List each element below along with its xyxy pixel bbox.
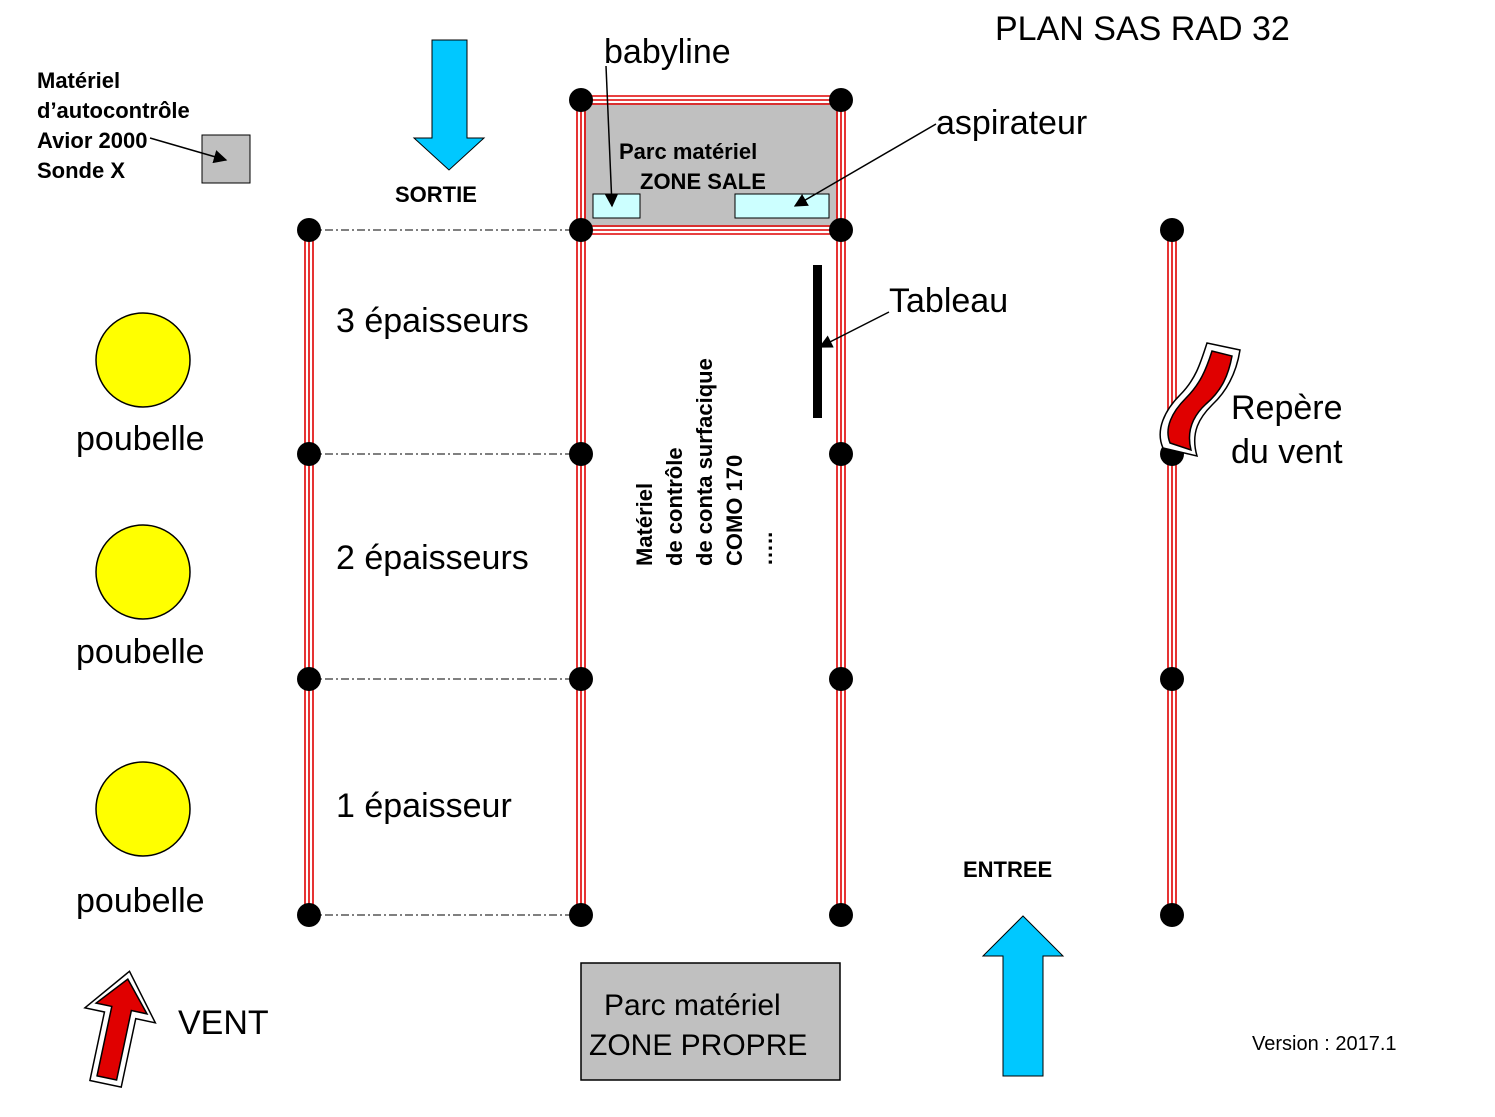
autocontrole-line-2: d’autocontrôle xyxy=(37,98,190,123)
epaisseurs-3: 3 épaisseurs xyxy=(336,302,529,340)
aspirateur-label: aspirateur xyxy=(936,104,1087,142)
epaisseurs-1: 1 épaisseur xyxy=(336,787,512,825)
babyline-label: babyline xyxy=(604,33,731,71)
materiel-controle-line-4: COMO 170 xyxy=(722,455,747,566)
aspirateur-pointer xyxy=(793,123,937,207)
version-label: Version : 2017.1 xyxy=(1252,1033,1397,1055)
materiel-controle-line-1: Matériel xyxy=(632,483,657,566)
vent-label: VENT xyxy=(178,1004,269,1042)
tableau-board xyxy=(813,265,822,418)
zone-propre-line-1: Parc matériel xyxy=(604,989,781,1022)
sortie-arrow xyxy=(412,39,486,171)
aspirateur-box xyxy=(734,193,830,219)
entree-arrow xyxy=(981,915,1065,1077)
poubelle-3 xyxy=(95,761,191,857)
vent-arrow-icon xyxy=(83,970,157,1089)
plan-title: PLAN SAS RAD 32 xyxy=(995,10,1290,48)
autocontrole-line-3: Avior 2000 xyxy=(37,128,147,153)
zone-sale-line-2: ZONE SALE xyxy=(640,169,766,194)
autocontrole-label: Matériel d’autocontrôle Avior 2000 Sonde… xyxy=(37,68,190,183)
repere-line-2: du vent xyxy=(1231,433,1343,471)
dotted-separators xyxy=(309,229,581,916)
poubelle-label-3: poubelle xyxy=(76,882,205,920)
zone-propre-line-2: ZONE PROPRE xyxy=(589,1029,807,1062)
poubelle-2 xyxy=(95,524,191,620)
poubelle-label-2: poubelle xyxy=(76,633,205,671)
sortie-label: SORTIE xyxy=(395,182,477,207)
tableau-pointer xyxy=(818,311,890,348)
babyline-pointer xyxy=(604,65,619,208)
zone-sale-line-1: Parc matériel xyxy=(619,139,757,164)
poubelle-label-1: poubelle xyxy=(76,420,205,458)
autocontrole-line-4: Sonde X xyxy=(37,158,125,183)
autocontrole-line-1: Matériel xyxy=(37,68,120,93)
babyline-box xyxy=(592,193,641,219)
materiel-controle-label: Matériel de contrôle de conta surfacique… xyxy=(632,358,777,566)
barriers xyxy=(304,95,1177,915)
materiel-controle-line-3: de conta surfacique xyxy=(692,358,717,566)
epaisseurs-2: 2 épaisseurs xyxy=(336,539,529,577)
entree-label: ENTREE xyxy=(963,857,1052,882)
autocontrole-box xyxy=(201,134,251,184)
posts xyxy=(297,88,1184,927)
windsock-icon xyxy=(1159,342,1241,458)
autocontrole-pointer xyxy=(149,137,228,164)
materiel-controle-line-5: ….. xyxy=(752,532,777,566)
zone-propre-box xyxy=(580,962,841,1081)
repere-line-1: Repère xyxy=(1231,389,1343,427)
materiel-controle-line-2: de contrôle xyxy=(662,447,687,566)
poubelle-1 xyxy=(95,312,191,408)
tableau-label: Tableau xyxy=(889,282,1008,320)
